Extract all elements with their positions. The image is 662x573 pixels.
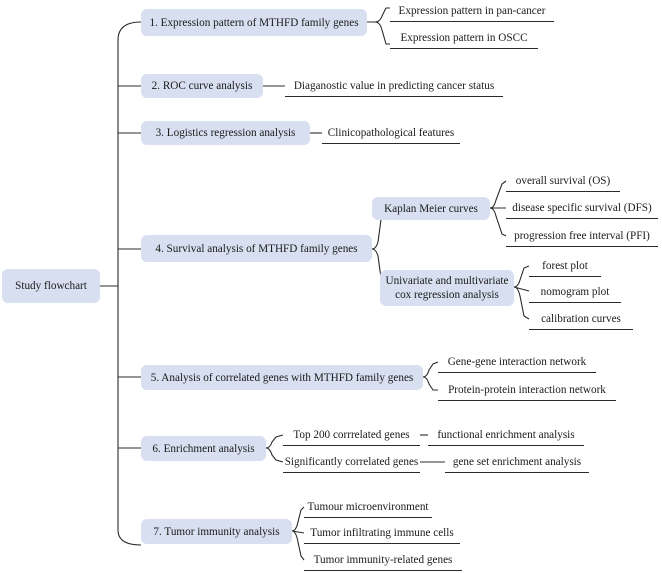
step-6-box: 6. Enrichment analysis (141, 436, 266, 461)
child-label: Top 200 corrrelated genes (293, 428, 410, 441)
step-1-label: 1. Expression pattern of MTHFD family ge… (149, 16, 359, 29)
enrich-row1-left: Top 200 corrrelated genes (283, 424, 420, 446)
child-label: forest plot (542, 259, 588, 272)
enrich-row1-right: functional enrichment analysis (428, 424, 584, 446)
child-label: Tumor infiltrating immune cells (310, 526, 454, 539)
cox-child-nomogram: nomogram plot (529, 281, 621, 303)
step1-branch (367, 7, 390, 45)
kaplan-meier-label: Kaplan Meier curves (384, 202, 478, 215)
km-child-os: overall survival (OS) (506, 170, 620, 192)
step-4-box: 4. Survival analysis of MTHFD family gen… (141, 235, 372, 262)
child-label: Expression pattern in OSCC (400, 31, 528, 44)
step-2-box: 2. ROC curve analysis (141, 74, 263, 98)
km-child-pfi: progression free interval (PFI) (506, 225, 658, 247)
kaplan-meier-box: Kaplan Meier curves (372, 197, 490, 220)
step-5-label: 5. Analysis of correlated genes with MTH… (150, 371, 414, 384)
child-label: Gene-gene interaction network (447, 355, 587, 368)
child-label: nomogram plot (540, 285, 610, 298)
step-7-box: 7. Tumor immunity analysis (141, 519, 292, 544)
step-5-child-1: Gene-gene interaction network (438, 351, 596, 373)
child-label: gene set enrichment analysis (452, 455, 582, 468)
child-label: Clinicopathological features (327, 126, 455, 139)
child-label: Significantly correlated genes (284, 455, 419, 468)
step-7-child-1: Tumour microenvironment (304, 496, 432, 518)
step-2-label: 2. ROC curve analysis (151, 80, 253, 92)
km-branch (489, 180, 507, 237)
km-child-dfs: disease specific survival (DFS) (506, 197, 658, 219)
child-label: Diaganostic value in predicting cancer s… (293, 79, 495, 92)
child-label: Tumour microenvironment (307, 500, 429, 513)
step-7-label: 7. Tumor immunity analysis (153, 525, 280, 538)
cox-child-calibration: calibration curves (529, 308, 633, 330)
step7-branch (291, 506, 305, 561)
step-3-box: 3. Logistics regression analysis (141, 121, 310, 145)
step-1-child-1: Expression pattern in pan-cancer (390, 0, 554, 22)
step-3-label: 3. Logistics regression analysis (155, 127, 296, 139)
step4-branch (371, 207, 387, 290)
step-1-child-2: Expression pattern in OSCC (390, 27, 538, 49)
step-5-box: 5. Analysis of correlated genes with MTH… (141, 365, 423, 390)
cox-label-line-2: cox regression analysis (395, 289, 499, 301)
cox-regression-box: Univariate and multivariate cox regressi… (380, 270, 514, 306)
child-label: Tumor immunity-related genes (313, 553, 453, 566)
child-label: calibration curves (541, 312, 621, 325)
child-label: disease specific survival (DFS) (512, 201, 652, 214)
step-1-box: 1. Expression pattern of MTHFD family ge… (141, 9, 367, 36)
step-7-child-2: Tumor infiltrating immune cells (304, 522, 460, 544)
cox-child-forest: forest plot (529, 255, 601, 277)
step-5-child-2: Protein-protein interaction network (438, 379, 616, 401)
step-6-label: 6. Enrichment analysis (152, 442, 255, 455)
child-label: functional enrichment analysis (437, 428, 575, 441)
child-label: progression free interval (PFI) (514, 229, 650, 242)
cox-label-line-1: Univariate and multivariate (385, 275, 509, 287)
child-label: overall survival (OS) (515, 174, 611, 187)
child-label: Protein-protein interaction network (448, 383, 606, 396)
root-node: Study flowchart (2, 269, 100, 303)
child-label: Expression pattern in pan-cancer (398, 4, 546, 17)
main-spine (117, 21, 142, 546)
cox-branch (513, 265, 530, 320)
step-2-child-1: Diaganostic value in predicting cancer s… (285, 75, 503, 97)
step5-branch (422, 361, 439, 391)
step-4-label: 4. Survival analysis of MTHFD family gen… (155, 242, 358, 255)
step-3-child-1: Clinicopathological features (322, 122, 460, 144)
root-label: Study flowchart (15, 280, 87, 292)
enrich-row2-left: Significantly correlated genes (283, 451, 420, 473)
step6-branch (265, 434, 284, 463)
enrich-row2-right: gene set enrichment analysis (445, 451, 589, 473)
step-7-child-3: Tumor immunity-related genes (304, 549, 462, 571)
